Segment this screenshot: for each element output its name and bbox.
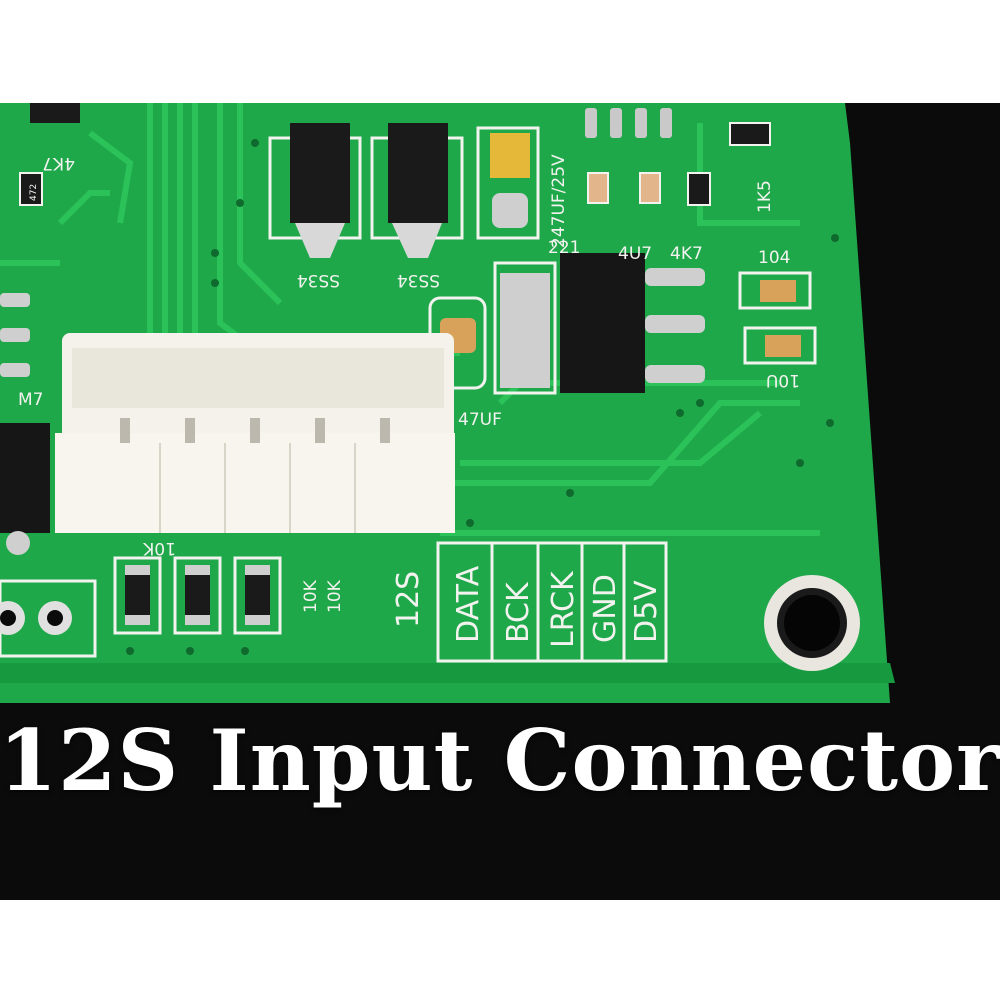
label-4k7-right: 4K7 xyxy=(670,244,703,264)
smd-components-top xyxy=(19,103,771,206)
resistor-label-10k-a: 10K xyxy=(142,538,176,558)
label-10u: 10U xyxy=(766,370,800,390)
label-1k5: 1K5 xyxy=(755,180,775,213)
resistors-10k xyxy=(113,556,282,635)
caption-title: 12S Input Connector xyxy=(0,711,1000,810)
label-4u7: 4U7 xyxy=(618,244,652,264)
vias xyxy=(126,139,839,655)
i2s-label: 12S xyxy=(391,571,426,628)
pin-label-data: DATA xyxy=(451,565,486,643)
diode-label-b: SS34 xyxy=(397,270,440,290)
tantalum-capacitor xyxy=(476,126,540,240)
pin-label-lrck: LRCK xyxy=(546,570,581,648)
resistor-label-10k-b: 10K xyxy=(301,579,321,613)
header-pads xyxy=(0,579,97,658)
left-components xyxy=(0,293,50,555)
diode-ss34-right xyxy=(370,123,464,258)
pin-label-box xyxy=(436,541,668,663)
photo-frame: DATA BCK LRCK GND D5V 12S 10K 10K 10K SS… xyxy=(0,103,1000,900)
label-104: 104 xyxy=(758,248,790,268)
pin-label-bck: BCK xyxy=(501,581,536,643)
cap-label-47uf: 47UF xyxy=(458,410,502,430)
resistor-label-10k-c: 10K xyxy=(325,579,345,613)
capacitors-right xyxy=(738,271,817,365)
label-221: 221 xyxy=(548,238,580,258)
pcb-board-photo: DATA BCK LRCK GND D5V 12S 10K 10K 10K SS… xyxy=(0,103,895,703)
cap-label-247: 247UF/25V xyxy=(549,154,569,248)
pin-label-d5v: D5V xyxy=(629,580,664,643)
label-m7: M7 xyxy=(18,390,43,410)
label-4k7-left: 4K7 xyxy=(42,153,75,173)
voltage-regulator xyxy=(493,253,705,395)
diode-ss34-left xyxy=(268,123,362,258)
top-ic-pins xyxy=(585,108,672,138)
i2s-connector xyxy=(55,333,455,533)
pin-label-gnd: GND xyxy=(588,574,623,643)
diode-label-a: SS34 xyxy=(297,270,340,290)
mounting-hole xyxy=(764,575,860,671)
label-472: 472 xyxy=(29,184,39,201)
